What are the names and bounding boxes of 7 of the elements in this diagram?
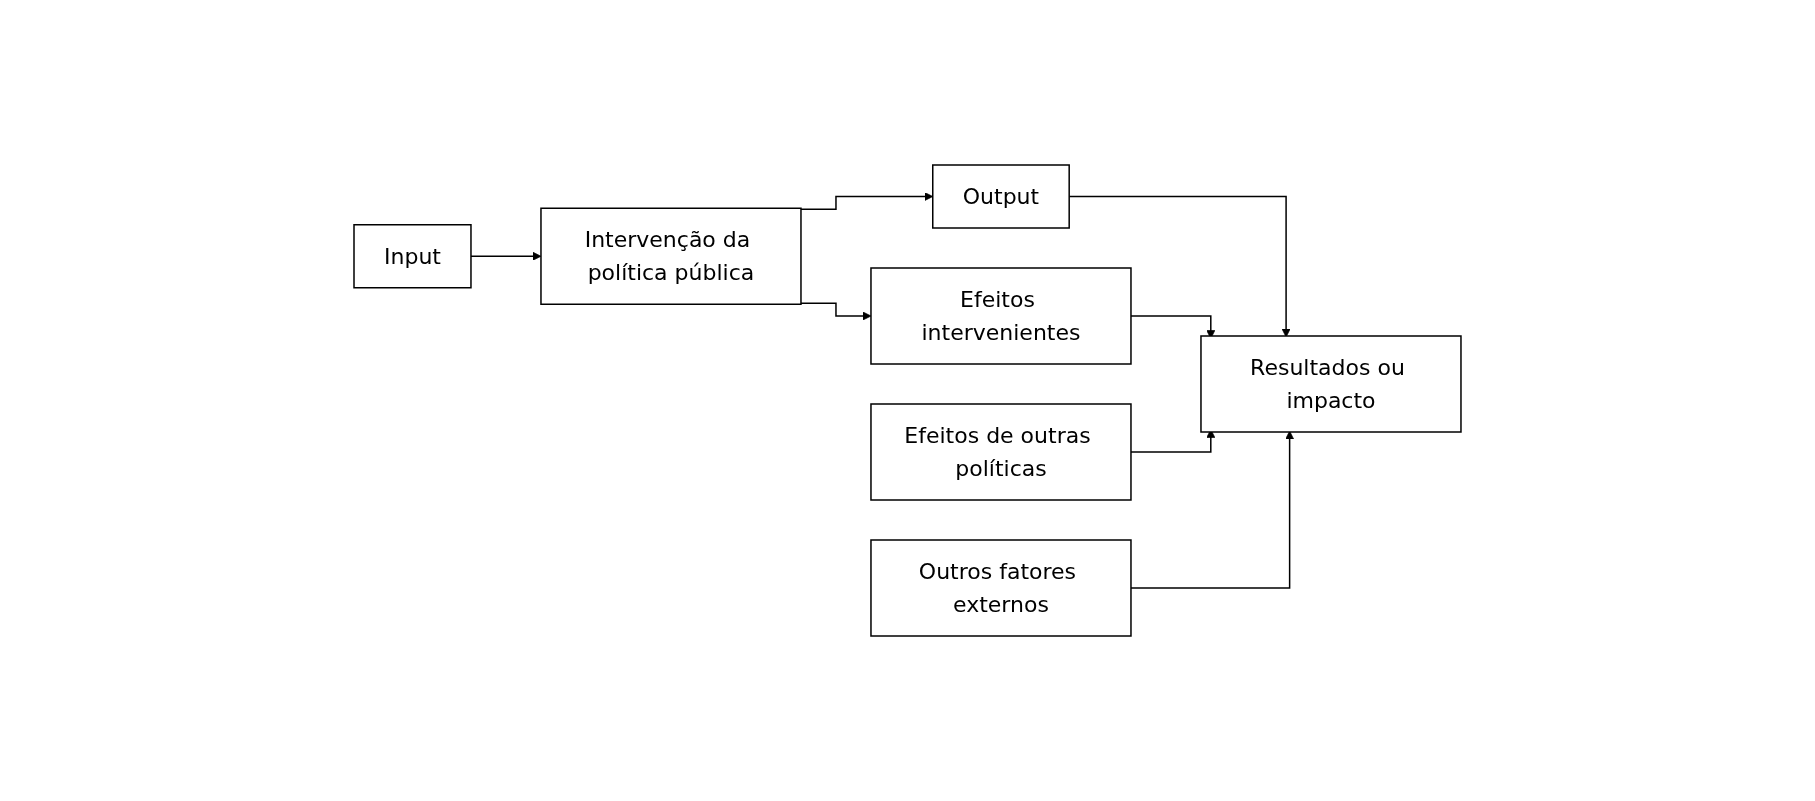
node-box: Input <box>353 224 472 289</box>
node-box: Resultados ou impacto <box>1200 335 1462 433</box>
node-box: Outros fatores externos <box>870 539 1132 637</box>
node-box: Intervenção da política pública <box>540 207 802 305</box>
node-box: Efeitos de outras políticas <box>870 403 1132 501</box>
node-box: Output <box>932 164 1070 229</box>
node-box: Efeitos intervenientes <box>870 267 1132 365</box>
